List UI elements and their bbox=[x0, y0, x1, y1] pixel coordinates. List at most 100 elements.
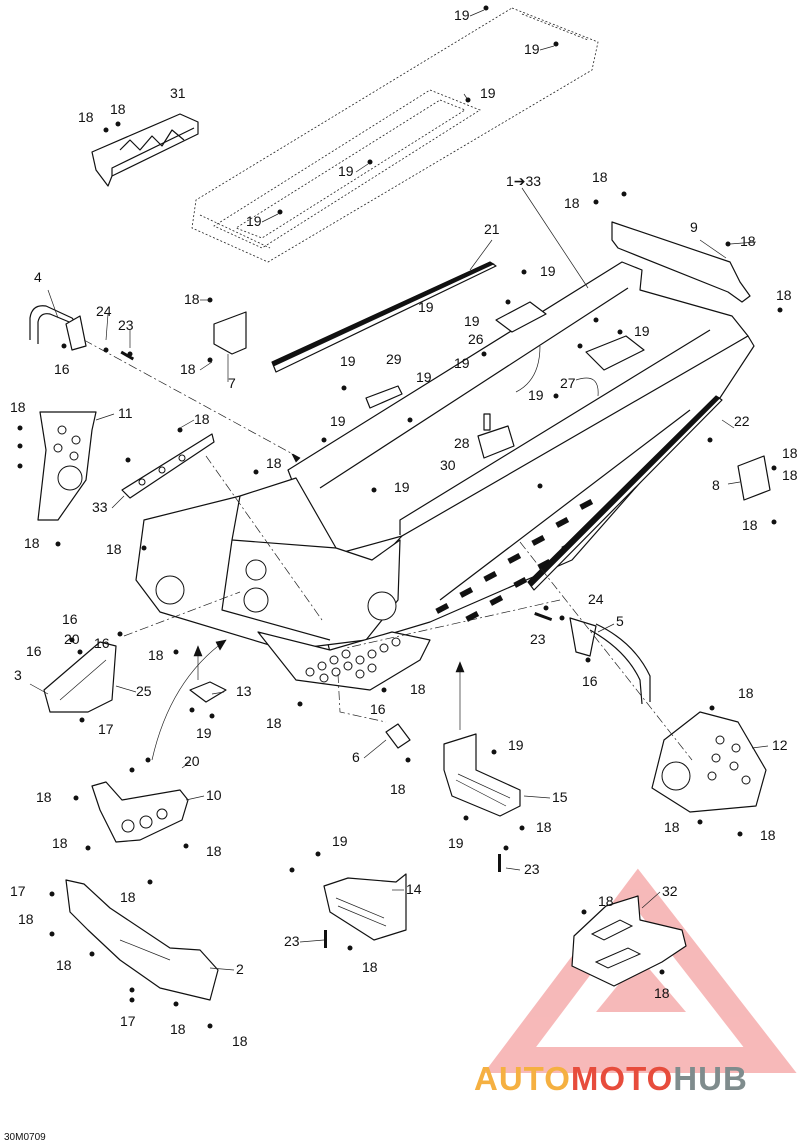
callout: 19 bbox=[508, 737, 524, 753]
callout: 24 bbox=[588, 591, 604, 607]
callout: 18 bbox=[776, 287, 792, 303]
callout: 18 bbox=[742, 517, 758, 533]
watermark-auto: AUTO bbox=[474, 1060, 571, 1097]
callout: 18 bbox=[266, 715, 282, 731]
callout: 16 bbox=[54, 361, 70, 377]
callout: 23 bbox=[524, 861, 540, 877]
callout: 20 bbox=[64, 631, 80, 647]
callout: 8 bbox=[712, 477, 720, 493]
callout: 18 bbox=[148, 647, 164, 663]
callout: 18 bbox=[232, 1033, 248, 1049]
callout: 16 bbox=[94, 635, 110, 651]
callout: 19 bbox=[394, 479, 410, 495]
callout: 19 bbox=[340, 353, 356, 369]
callout: 33 bbox=[92, 499, 108, 515]
callout: 18 bbox=[740, 233, 756, 249]
callout: 19 bbox=[454, 7, 470, 23]
callout: 16 bbox=[582, 673, 598, 689]
callout: 30 bbox=[440, 457, 456, 473]
callout: 19 bbox=[330, 413, 346, 429]
callout: 12 bbox=[772, 737, 788, 753]
callout: 23 bbox=[284, 933, 300, 949]
callout: 18 bbox=[170, 1021, 186, 1037]
callout: 18 bbox=[52, 835, 68, 851]
callout: 17 bbox=[120, 1013, 136, 1029]
part-2-bracket bbox=[65, 879, 219, 1001]
callout: 31 bbox=[170, 85, 186, 101]
callout: 19 bbox=[464, 313, 480, 329]
callout: 19 bbox=[448, 835, 464, 851]
callout: 18 bbox=[206, 843, 222, 859]
callout: 18 bbox=[654, 985, 670, 1001]
callout: 18 bbox=[266, 455, 282, 471]
part-10-bracket bbox=[91, 781, 189, 843]
callout: 18 bbox=[10, 399, 26, 415]
callout: 19 bbox=[634, 323, 650, 339]
callout: 18 bbox=[664, 819, 680, 835]
callout: 18 bbox=[760, 827, 776, 843]
callout: 18 bbox=[362, 959, 378, 975]
callout: 18 bbox=[738, 685, 754, 701]
callout: 11 bbox=[118, 405, 133, 421]
part-3-bracket bbox=[43, 641, 117, 713]
callout: 18 bbox=[78, 109, 94, 125]
callout: 22 bbox=[734, 413, 750, 429]
callout: 19 bbox=[338, 163, 354, 179]
callout: 7 bbox=[228, 375, 236, 391]
callout: 18 bbox=[24, 535, 40, 551]
callout: 18 bbox=[564, 195, 580, 211]
watermark-moto: MOTO bbox=[570, 1060, 674, 1097]
callout: 18 bbox=[782, 467, 798, 483]
callout: 18 bbox=[536, 819, 552, 835]
callout: 13 bbox=[236, 683, 252, 699]
part-5-handle bbox=[569, 617, 651, 705]
callout: 26 bbox=[468, 331, 484, 347]
seat-tray-outline bbox=[191, 7, 599, 263]
callout: 18 bbox=[598, 893, 614, 909]
callout: 32 bbox=[662, 883, 678, 899]
callout: 16 bbox=[26, 643, 42, 659]
callout: 18 bbox=[180, 361, 196, 377]
callout: 16 bbox=[370, 701, 386, 717]
callout: 18 bbox=[18, 911, 34, 927]
callout: 19 bbox=[196, 725, 212, 741]
part-4-handle bbox=[29, 305, 87, 351]
callout: 19 bbox=[418, 299, 434, 315]
callout: 27 bbox=[560, 375, 576, 391]
part-31-bracket bbox=[91, 113, 199, 187]
callout: 19 bbox=[416, 369, 432, 385]
callout: 10 bbox=[206, 787, 222, 803]
callout: 3 bbox=[14, 667, 22, 683]
callout: 18 bbox=[36, 789, 52, 805]
part-33-strip bbox=[121, 433, 215, 499]
callout: 19 bbox=[246, 213, 262, 229]
callout: 16 bbox=[62, 611, 78, 627]
callout: 19 bbox=[480, 85, 496, 101]
callout: 21 bbox=[484, 221, 500, 237]
callout: 18 bbox=[592, 169, 608, 185]
part-8-bracket bbox=[737, 455, 771, 501]
callout: 25 bbox=[136, 683, 152, 699]
callout: 24 bbox=[96, 303, 112, 319]
callout: 4 bbox=[34, 269, 42, 285]
callout: 18 bbox=[110, 101, 126, 117]
callout: 5 bbox=[616, 613, 624, 629]
callout: 19 bbox=[528, 387, 544, 403]
callout: 19 bbox=[454, 355, 470, 371]
watermark-text: AUTOMOTOHUB bbox=[474, 1060, 748, 1098]
callout: 17 bbox=[98, 721, 114, 737]
callout: 18 bbox=[194, 411, 210, 427]
callout-leaders bbox=[29, 9, 769, 971]
callout: 14 bbox=[406, 881, 422, 897]
callout: 18 bbox=[120, 889, 136, 905]
callout: 18 bbox=[782, 445, 798, 461]
callout: 28 bbox=[454, 435, 470, 451]
assembly-lines bbox=[83, 339, 693, 761]
watermark-triangle-logo bbox=[483, 868, 797, 1073]
callout: 29 bbox=[386, 351, 402, 367]
callout: 18 bbox=[410, 681, 426, 697]
figure-code: 30M0709 bbox=[4, 1132, 46, 1143]
callout: 18 bbox=[390, 781, 406, 797]
part-11-plate bbox=[37, 411, 97, 521]
